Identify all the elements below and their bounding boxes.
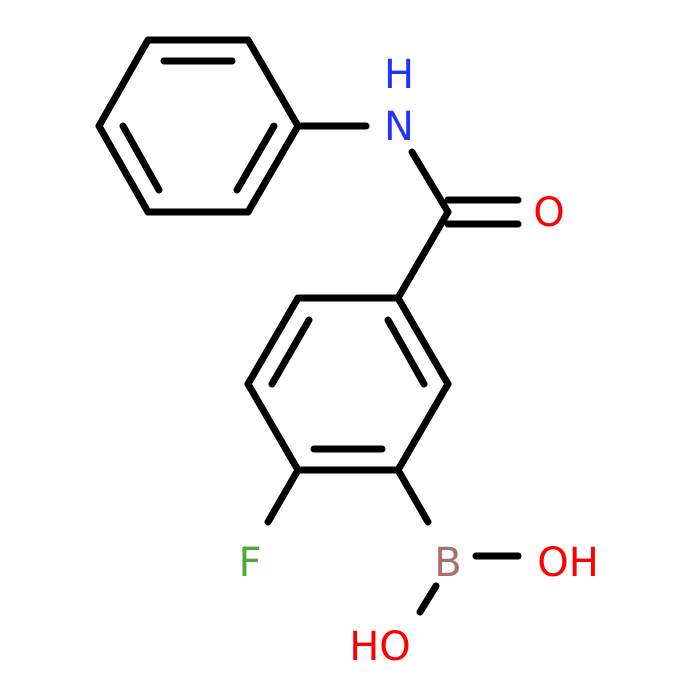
- bond: [394, 380, 452, 474]
- bond: [244, 380, 302, 474]
- atom-f-label: F: [238, 540, 261, 586]
- atom-n-label: N: [384, 104, 414, 150]
- bond: [95, 36, 152, 130]
- phenyl-ring: [95, 36, 302, 216]
- bond-inner: [119, 122, 163, 194]
- bond-n-carbonyl: [408, 148, 452, 216]
- benzene-ring: [244, 294, 452, 474]
- atom-ho-label: HO: [349, 624, 411, 670]
- bond-inner: [268, 316, 313, 388]
- bond-inner: [384, 316, 428, 388]
- bond-carbonyl-ring: [394, 208, 452, 302]
- atom-b-label: B: [434, 540, 461, 586]
- atom-oh-label: OH: [537, 540, 599, 586]
- atom-nh-label: H: [384, 52, 414, 98]
- bond: [244, 36, 302, 130]
- bond: [95, 122, 152, 216]
- bond-inner: [233, 122, 278, 194]
- bond: [244, 294, 302, 388]
- bond-ring-b: [394, 466, 432, 526]
- bond: [394, 294, 452, 388]
- bond: [244, 122, 302, 216]
- bond-b-oh2: [416, 582, 440, 616]
- atom-o-label: O: [533, 190, 564, 236]
- bond-ring-f: [264, 466, 302, 526]
